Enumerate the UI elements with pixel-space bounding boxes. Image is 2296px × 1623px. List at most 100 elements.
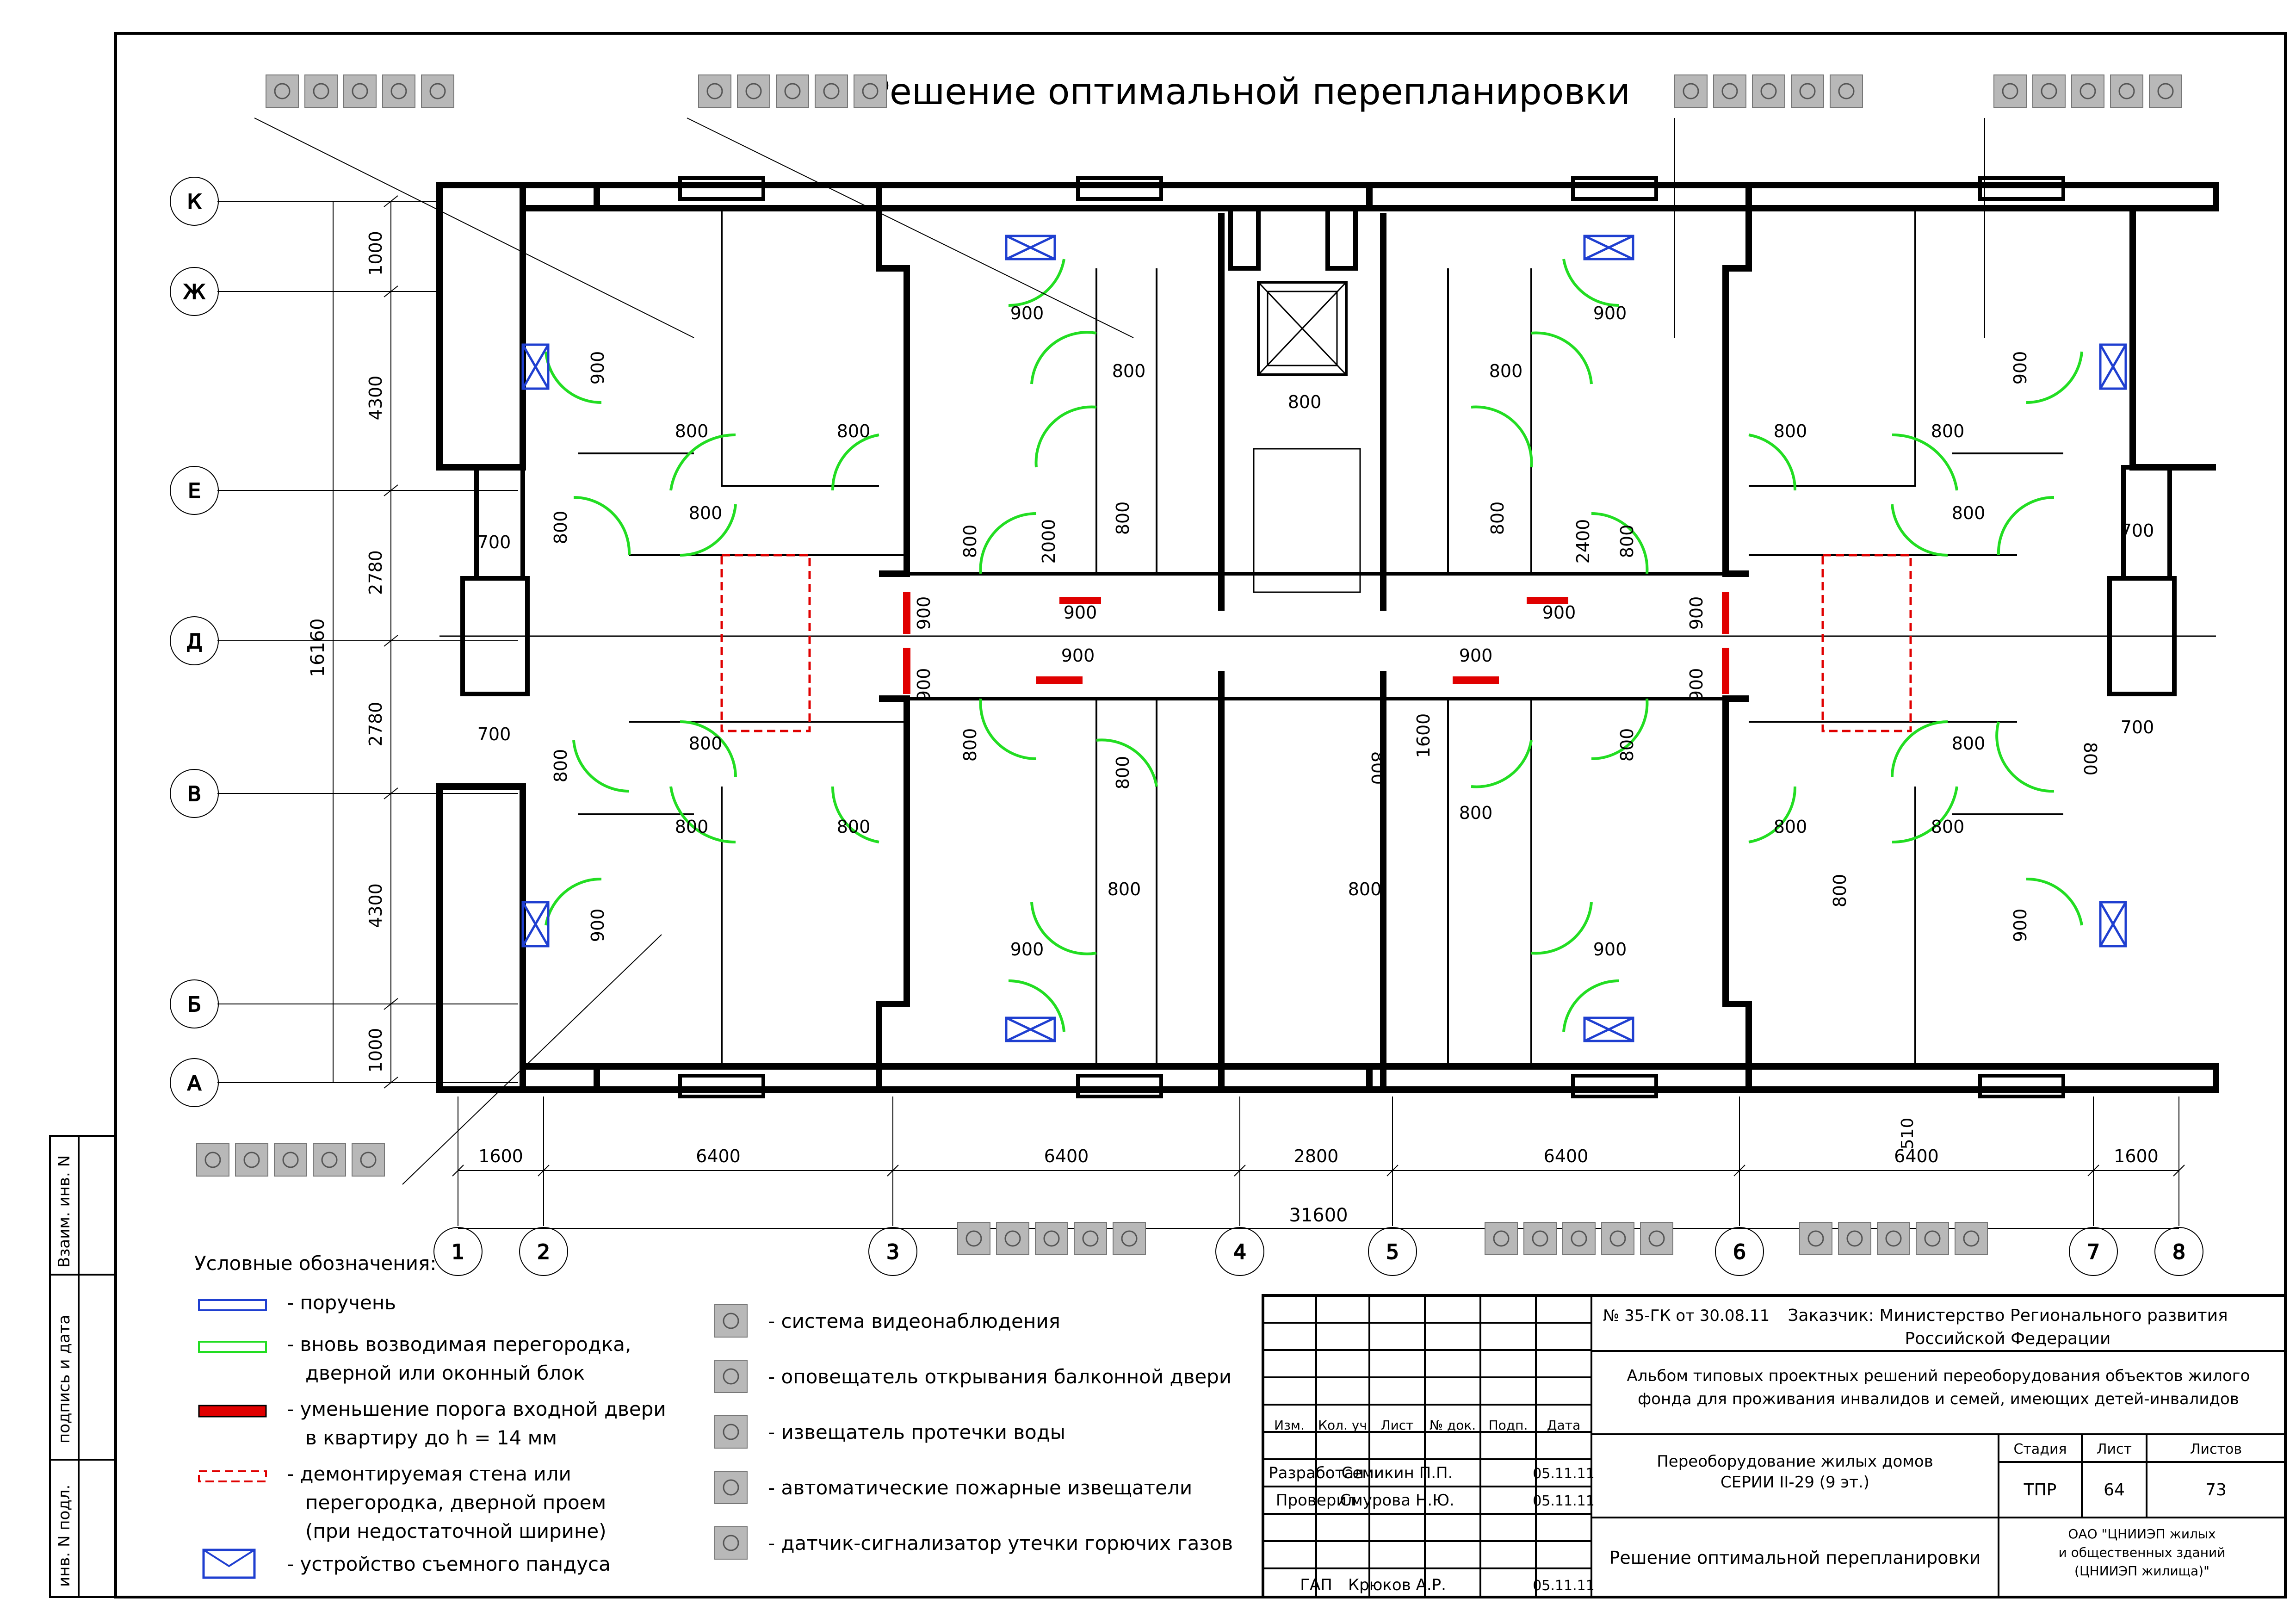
video-camera-icon <box>1993 74 2027 108</box>
door-width-label: 800 <box>1108 879 1141 899</box>
row-axis-marker <box>170 466 219 515</box>
dimension-total-label: 31600 <box>1289 1205 1348 1226</box>
row-axis-label: Д <box>186 630 202 653</box>
column-axis-label: 2 <box>537 1240 550 1264</box>
column-axis-label: 1 <box>452 1240 464 1264</box>
title-block-stage: ТПР <box>2024 1481 2057 1499</box>
title-block-role: Проверил <box>1276 1491 1356 1510</box>
gas-sensor-icon <box>1640 1222 1673 1255</box>
balcony-alarm-icon <box>235 1143 268 1177</box>
handrail-swatch <box>198 1299 267 1311</box>
door-width-label: 800 <box>1830 874 1850 908</box>
door-width-label: 900 <box>1686 596 1707 630</box>
title-block-column-label: Лист <box>1381 1418 1414 1433</box>
stamp-text-2: подпись и дата <box>55 1315 74 1443</box>
fire-detector-icon <box>815 74 848 108</box>
legend-item-text: дверной или оконный блок <box>305 1362 585 1384</box>
video-camera-icon <box>1485 1222 1518 1255</box>
dimension-label: 6400 <box>696 1146 741 1166</box>
door-width-label: 900 <box>588 351 608 385</box>
door-width-label: 800 <box>689 733 723 754</box>
row-axis-label: К <box>187 190 201 214</box>
door-width-label: 800 <box>1113 502 1133 535</box>
side-stamp: Взаим. инв. N подпись и дата инв. N подл… <box>49 1135 116 1598</box>
legend-item-text: в квартиру до h = 14 мм <box>305 1426 557 1449</box>
legend-item: - поручень <box>198 1291 396 1314</box>
legend-device: - система видеонаблюдения <box>714 1304 1060 1338</box>
dimension-total-label: 16160 <box>307 618 328 677</box>
title-block-date: 05.11.11 <box>1533 1493 1595 1509</box>
device-icon-group <box>1993 74 2182 108</box>
dimension-label: 510 <box>1898 1118 1917 1150</box>
legend-heading: Условные обозначения: <box>194 1252 436 1275</box>
video-camera-icon <box>196 1143 229 1177</box>
legend-device-text: - извещатель протечки воды <box>768 1421 1065 1443</box>
fire-detector-icon <box>382 74 415 108</box>
door-width-label: 800 <box>1952 733 1986 754</box>
video-camera-icon <box>1799 1222 1832 1255</box>
balcony-alarm-icon <box>1713 74 1746 108</box>
legend-item-text: - устройство съемного пандуса <box>287 1553 611 1575</box>
title-block-object: Переоборудование жилых домов <box>1657 1452 1933 1471</box>
device-icon-group <box>1799 1222 1988 1255</box>
door-width-label: 900 <box>914 668 934 702</box>
legend-device: - датчик-сигнализатор утечки горючих газ… <box>714 1526 1233 1560</box>
device-icon-group <box>196 1143 385 1177</box>
title-block-org: (ЦНИИЭП жилища)" <box>2074 1563 2209 1579</box>
water-leak-icon <box>274 1143 307 1177</box>
dimension-label: 2780 <box>365 550 386 595</box>
title-block-date: 05.11.11 <box>1533 1466 1595 1482</box>
door-width-label: 800 <box>1459 803 1493 823</box>
door-width-label: 800 <box>1489 361 1523 381</box>
door-width-label: 800 <box>1288 392 1322 412</box>
door-width-label: 900 <box>1593 303 1627 323</box>
door-width-label: 700 <box>2121 520 2154 541</box>
title-block-name: Крюков А.Р. <box>1348 1576 1446 1594</box>
title-block-sheet-label: Лист <box>2097 1441 2132 1457</box>
door-width-label: 900 <box>1010 939 1044 960</box>
drawing-title: Решение оптимальной перепланировки <box>868 71 1630 113</box>
door-width-label: 800 <box>1617 728 1637 762</box>
door-width-label: 700 <box>2121 717 2154 737</box>
legend-item-text: - демонтируемая стена или <box>287 1462 571 1485</box>
column-axis-marker <box>2069 1227 2118 1276</box>
dimension-label: 1600 <box>2114 1146 2159 1166</box>
video-camera-icon <box>957 1222 990 1255</box>
door-width-label: 700 <box>477 532 511 552</box>
video-camera-icon <box>1674 74 1708 108</box>
new-partitions-green <box>545 259 2083 1032</box>
door-width-label: 900 <box>1542 602 1576 623</box>
device-icon-group <box>698 74 887 108</box>
balcony-alarm-icon <box>304 74 338 108</box>
gas-sensor-icon <box>421 74 454 108</box>
ramp-swatch <box>202 1549 256 1579</box>
water-leak-icon <box>714 1415 748 1449</box>
title-block-column-label: Подп. <box>1489 1418 1528 1433</box>
legend-device-text: - оповещатель открывания балконной двери <box>768 1365 1232 1388</box>
door-width-label: 800 <box>1774 817 1807 837</box>
title-block-customer: Российской Федерации <box>1905 1329 2111 1348</box>
title-block-column-label: № док. <box>1430 1418 1476 1433</box>
door-width-label: 900 <box>1686 668 1707 702</box>
dimension-label: 4300 <box>365 376 386 421</box>
legend-device: - оповещатель открывания балконной двери <box>714 1360 1232 1393</box>
door-width-label: 900 <box>1010 303 1044 323</box>
title-block-date: 05.11.11 <box>1533 1578 1595 1594</box>
legend-item-text: (при недостаточной ширине) <box>305 1520 606 1542</box>
door-width-label: 800 <box>1774 421 1807 441</box>
video-camera-icon <box>698 74 731 108</box>
title-block-album: фонда для проживания инвалидов и семей, … <box>1638 1390 2239 1408</box>
video-camera-icon <box>266 74 299 108</box>
fire-detector-icon <box>1791 74 1824 108</box>
door-width-label: 2400 <box>1573 519 1593 564</box>
water-leak-icon <box>1752 74 1785 108</box>
door-width-label: 900 <box>2010 909 2030 942</box>
dimension-label: 4300 <box>365 883 386 928</box>
door-width-label: 900 <box>1061 645 1095 666</box>
column-axis-label: 4 <box>1233 1240 1246 1264</box>
legend: Условные обозначения: - поручень- вновь … <box>194 1252 1233 1579</box>
